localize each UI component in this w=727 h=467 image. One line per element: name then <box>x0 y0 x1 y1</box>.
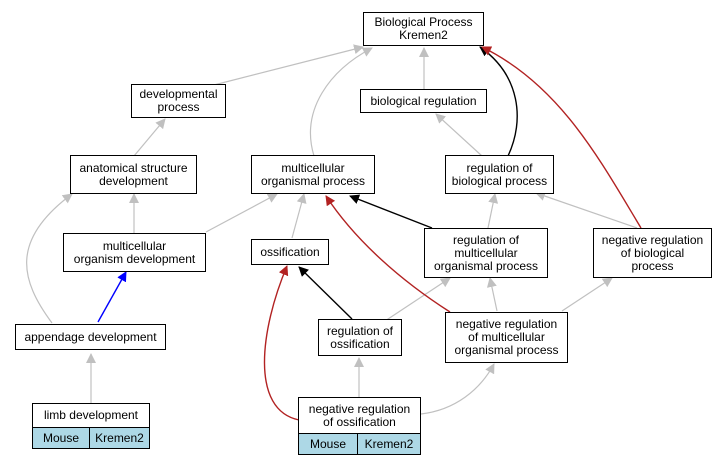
node-label-line: organismal process <box>260 173 366 188</box>
node-label-line: organismal process <box>454 343 559 357</box>
node-label-line: negative regulation <box>601 232 704 247</box>
edge-mop-to-bp <box>309 47 373 157</box>
node-limb-development[interactable]: limb development <box>32 403 150 428</box>
limb-development-tags: Mouse Kremen2 <box>32 427 150 449</box>
node-label-line: of ossification <box>323 414 396 429</box>
edge-nrossif-to-nrmop <box>420 363 495 415</box>
node-label-line: process <box>631 258 674 273</box>
node-label-line: negative regulation <box>455 317 558 331</box>
edge-nrbp-to-rbp <box>535 191 638 229</box>
node-appendage-development[interactable]: appendage development <box>15 324 166 350</box>
node-label-line: multicellular <box>454 245 518 260</box>
node-label-line: anatomical structure <box>79 160 188 175</box>
edge-nrmop-negreg-mop <box>325 195 451 313</box>
node-label-line: Kremen2 <box>399 28 448 42</box>
edge-rbp-to-bioreg <box>435 113 483 157</box>
node-label-line: ossification <box>330 336 390 351</box>
node-label-line: of biological <box>620 245 685 260</box>
node-label-line: biological process <box>451 173 548 188</box>
edge-rmop-to-rbp <box>487 193 499 229</box>
node-label-line: appendage development <box>24 329 157 344</box>
edge-nrossif-negreg-ossif <box>263 265 300 421</box>
node-label-line: developmental <box>139 87 218 101</box>
edge-appdev-to-asd <box>26 193 73 324</box>
node-label-line: multicellular <box>281 160 345 175</box>
node-label-line: limb development <box>43 408 139 422</box>
node-label-line: organism development <box>73 251 196 266</box>
tag-kremen2: Kremen2 <box>90 427 150 449</box>
edge-mod-to-mop <box>205 193 278 233</box>
node-label-line: organismal process <box>433 258 539 273</box>
edge-appdev-partof-mod <box>97 271 127 323</box>
tag-mouse: Mouse <box>298 433 358 455</box>
node-label-line: biological regulation <box>370 93 477 108</box>
node-label-line: of multicellular <box>468 330 545 344</box>
edge-nrmop-to-nrbp <box>561 277 613 312</box>
node-label-line: regulation of <box>326 323 394 338</box>
node-label-line: development <box>99 173 168 188</box>
edge-nrbp-negreg-bp <box>481 46 642 229</box>
node-biological-regulation[interactable]: biological regulation <box>360 89 487 113</box>
node-label-line: ossification <box>260 244 320 259</box>
node-label-line: process <box>157 100 200 114</box>
edge-regossif-to-rmop <box>384 277 451 322</box>
node-label-line: negative regulation <box>308 401 411 416</box>
node-label-line: multicellular <box>102 238 167 253</box>
edge-nrmop-to-rmop <box>486 277 498 312</box>
tag-mouse: Mouse <box>32 427 90 449</box>
edge-asd-to-devproc <box>133 118 166 157</box>
edge-devproc-to-bp <box>209 44 364 87</box>
node-ossification[interactable]: ossification <box>251 239 329 265</box>
negative-regulation-of-ossification-tags: Mouse Kremen2 <box>298 433 421 455</box>
node-label-line: regulation of <box>466 160 533 175</box>
edge-rmop-regulates-mop <box>349 194 433 229</box>
edge-regossif-regulates-ossif <box>298 266 353 320</box>
node-label-line: Biological Process <box>374 15 473 29</box>
tag-kremen2: Kremen2 <box>358 433 421 455</box>
edge-rbp-regulates-bp <box>479 46 518 157</box>
edge-ossif-to-mop <box>291 193 307 239</box>
node-label-line: regulation of <box>452 232 520 247</box>
